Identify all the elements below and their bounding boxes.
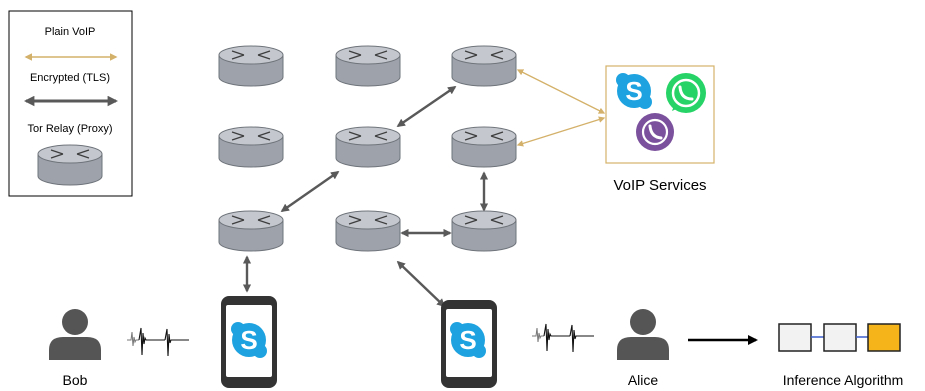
encrypted-links <box>242 86 489 308</box>
bob-smartphone-icon <box>221 296 277 388</box>
inference-algorithm: Inference Algorithm <box>778 323 904 388</box>
viber-icon <box>636 113 674 151</box>
legend-plain-voip-label: Plain VoIP <box>45 26 96 38</box>
tor-relay-icon <box>335 45 401 87</box>
tor-relay-icon <box>335 126 401 168</box>
alice-label: Alice <box>628 372 659 388</box>
legend: Plain VoIP Encrypted (TLS) Tor Relay (Pr… <box>8 10 133 197</box>
plain-voip-link <box>516 69 606 114</box>
person-icon <box>49 309 101 360</box>
tor-relay-icon <box>451 126 517 168</box>
plain-voip-links <box>516 69 606 147</box>
tor-relay-icon <box>218 210 284 252</box>
relay-link <box>396 86 457 127</box>
whatsapp-icon <box>666 73 706 113</box>
tor-relay-icon <box>335 210 401 252</box>
voip-services-box: VoIP Services <box>605 65 715 194</box>
waveform-icon <box>531 323 595 353</box>
legend-tor-relay-icon <box>37 144 103 186</box>
legend-encrypted-label: Encrypted (TLS) <box>30 72 110 84</box>
person-icon <box>617 309 669 360</box>
relay-link <box>280 171 340 212</box>
alice-smartphone-icon <box>441 300 497 388</box>
tor-relay-icon <box>218 45 284 87</box>
inference-algorithm-label: Inference Algorithm <box>783 372 904 388</box>
alice-phone-link <box>396 260 446 308</box>
inference-block <box>778 323 812 352</box>
plain-voip-link <box>516 116 606 147</box>
bob-label: Bob <box>63 372 88 388</box>
tor-relay-icon <box>451 210 517 252</box>
waveform-icon <box>126 327 190 357</box>
tor-relay-icon <box>451 45 517 87</box>
voip-services-label: VoIP Services <box>613 177 706 194</box>
inference-block <box>823 323 857 352</box>
tor-relay-icon <box>218 126 284 168</box>
inference-block-highlight <box>867 323 901 352</box>
legend-tor-relay-label: Tor Relay (Proxy) <box>28 123 113 135</box>
